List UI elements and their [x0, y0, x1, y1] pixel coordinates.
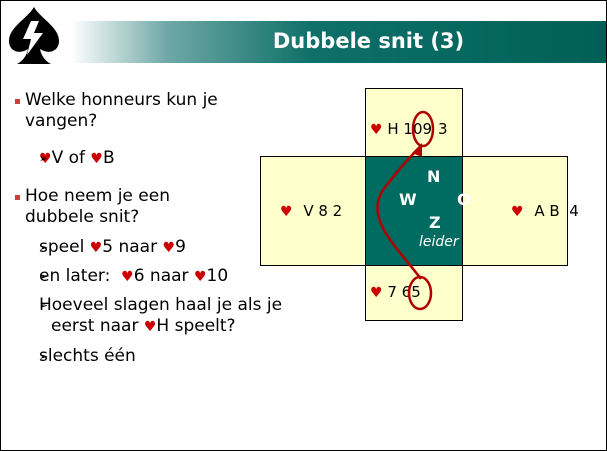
heart-icon: ♥: [90, 151, 103, 167]
heart-icon: ♥: [511, 204, 524, 220]
answer-1-text: V of: [51, 148, 91, 168]
step-2: ➢en later: ♥6 naar ♥10: [39, 266, 228, 288]
north-card-9: 9: [422, 120, 433, 138]
compass-north: N: [427, 167, 441, 186]
south-card: 7: [387, 283, 397, 301]
east-cards: A B 4: [534, 202, 579, 220]
east-hand-cell: [462, 156, 568, 266]
step-3-line-1: Hoeveel slagen haal je als je: [39, 295, 283, 315]
step-2-text: 6 naar: [133, 266, 194, 286]
heart-icon: ♥: [370, 285, 383, 301]
slide-title: Dubbele snit (3): [272, 29, 465, 53]
declarer-label: leider: [419, 234, 459, 250]
east-hand: ♥ A B 4: [511, 202, 579, 220]
heart-icon: ♥: [162, 240, 176, 256]
west-hand: ♥ V 8 2: [280, 202, 342, 220]
question-2: Hoe neem je een dubbele snit?: [25, 186, 170, 228]
compass-west: W: [399, 190, 417, 209]
finesse-arrow-path: [376, 148, 422, 280]
south-card: 6: [401, 283, 412, 301]
bullet-marker: [15, 195, 20, 200]
heart-icon: ♥: [370, 122, 383, 138]
bullet-marker: [15, 99, 20, 104]
step-4-text: slechts één: [39, 346, 136, 366]
answer-1-card: B: [102, 148, 115, 168]
arrow-head-icon: [412, 143, 422, 157]
step-3: ➢Hoeveel slagen haal je als je eerst naa…: [39, 295, 282, 338]
arrow-bullet-icon: ➢: [39, 350, 49, 363]
question-2-line-2: dubbele snit?: [25, 207, 140, 227]
arrow-bullet-icon: ➢: [39, 152, 49, 165]
compass-east: O: [457, 190, 471, 209]
south-hand-cell: [365, 265, 463, 321]
west-hand-cell: [260, 156, 366, 266]
compass-south: Z: [429, 213, 441, 232]
south-hand: ♥ 7 65: [370, 283, 421, 301]
step-1-text: speel: [39, 237, 90, 257]
arrow-bullet-icon: ➢: [39, 241, 49, 254]
spade-logo-icon: [9, 7, 59, 64]
heart-icon: ♥: [121, 269, 134, 285]
question-2-line-1: Hoe neem je een: [25, 186, 170, 206]
circle-five-icon: [407, 275, 433, 311]
west-cards: V 8 2: [303, 202, 343, 220]
answer-1: ➢ ♥V of ♥B: [39, 148, 115, 170]
step-3-line-2-end: H speelt?: [156, 316, 236, 336]
arrow-bullet-icon: ➢: [39, 299, 49, 312]
heart-icon: ♥: [143, 319, 157, 335]
heart-icon: ♥: [193, 269, 207, 285]
question-1-line-1: Welke honneurs kun je: [25, 90, 218, 110]
step-4: ➢slechts één: [39, 346, 136, 367]
question-1-line-2: vangen?: [25, 111, 98, 131]
step-1-text: 5 naar: [102, 237, 163, 257]
step-1: ➢speel ♥5 naar ♥9: [39, 237, 186, 259]
title-bar: Dubbele snit (3): [71, 21, 606, 63]
heart-icon: ♥: [39, 151, 52, 167]
arrow-bullet-icon: ➢: [39, 270, 49, 283]
circle-nine-icon: [411, 110, 435, 148]
north-card: 3: [438, 120, 448, 138]
south-card-5: 5: [411, 283, 421, 301]
step-3-line-2: eerst naar: [51, 316, 144, 336]
step-2-card: 10: [206, 266, 229, 286]
step-1-card: 9: [175, 237, 186, 257]
step-2-text: en later:: [39, 266, 122, 286]
heart-icon: ♥: [280, 204, 293, 220]
north-card: H: [387, 120, 399, 138]
question-1: Welke honneurs kun je vangen?: [25, 90, 218, 132]
heart-icon: ♥: [89, 240, 103, 256]
